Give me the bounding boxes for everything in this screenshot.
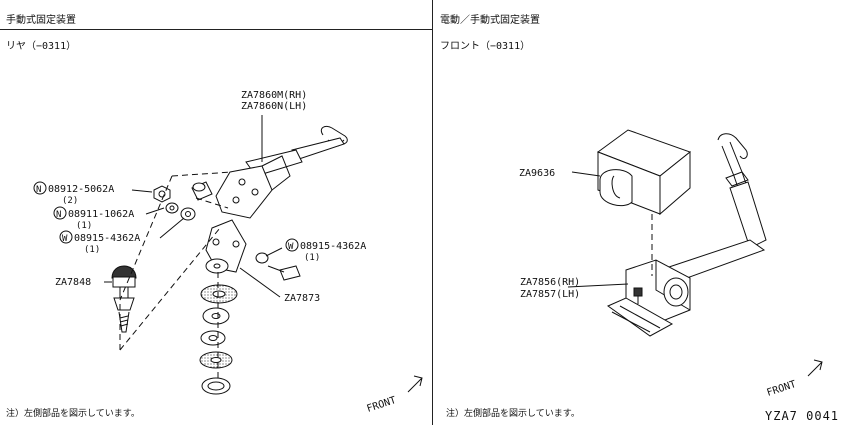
- qty-nut-2: (1): [76, 221, 92, 231]
- header-divider: [0, 29, 432, 30]
- front-arrow-right: FRONT: [766, 359, 823, 399]
- badge-nut-2: N: [56, 210, 61, 220]
- nut-cylinder: [191, 181, 213, 201]
- part-label-washer-2: 08915-4362A: [300, 241, 366, 252]
- rear-panel-note: 注）左側部品を図示しています。: [6, 409, 140, 419]
- label-washer-1: W 08915-4362A (1): [59, 230, 140, 255]
- rear-panel-title: 手動式固定装置: [6, 15, 76, 26]
- motor-unit: [596, 129, 692, 216]
- front-panel-title: 電動／手動式固定装置: [440, 15, 540, 26]
- front-arrow-left: FRONT: [366, 375, 423, 415]
- qty-washer-2: (1): [304, 253, 320, 263]
- vertical-divider: [432, 0, 433, 425]
- part-label-stand: ZA7873: [284, 293, 320, 304]
- washer-small: [165, 202, 179, 214]
- front-label-right: FRONT: [766, 379, 798, 399]
- front-label-left: FRONT: [366, 395, 398, 415]
- part-label-bracket-rh: ZA7860M(RH): [241, 90, 307, 101]
- part-label-nut-2: 08911-1062A: [68, 209, 134, 220]
- qty-nut-1: (2): [62, 196, 78, 206]
- part-label-washer-1: 08915-4362A: [74, 233, 140, 244]
- rear-panel-subtitle: リヤ（−0311）: [6, 41, 77, 52]
- rubber-cap-bolt: [111, 265, 137, 333]
- washer-spring: [180, 207, 196, 221]
- seat-lock-bracket: [215, 125, 348, 219]
- part-label-bolt: ZA7848: [55, 277, 91, 288]
- front-panel: 電動／手動式固定装置 フロント（−0311） 注）左側部品を図示しています。: [434, 0, 850, 425]
- side-washer: [255, 252, 269, 264]
- part-label-motor: ZA9636: [519, 168, 555, 179]
- badge-washer-1: W: [62, 234, 68, 244]
- badge-nut-1: N: [36, 185, 41, 195]
- label-nut-2: N 08911-1062A (1): [53, 206, 134, 231]
- part-label-nut-1: 08912-5062A: [48, 184, 114, 195]
- part-label-mech-lh: ZA7857(LH): [520, 289, 580, 300]
- badge-washer-2: W: [288, 242, 294, 252]
- front-panel-subtitle: フロント（−0311）: [440, 41, 531, 52]
- figure-code: YZA7 0041: [765, 409, 840, 423]
- washer-stack: [199, 258, 238, 395]
- qty-washer-1: (1): [84, 245, 100, 255]
- front-panel-note: 注）左側部品を図示しています。: [446, 409, 580, 419]
- label-bracket: ZA7860M(RH) ZA7860N(LH): [241, 90, 307, 112]
- label-nut-1: N 08912-5062A (2): [33, 181, 114, 206]
- label-washer-2: W 08915-4362A (1): [285, 238, 366, 263]
- part-label-mech-rh: ZA7856(RH): [520, 277, 580, 288]
- side-bolt: [267, 265, 301, 281]
- latch-mechanism: [606, 133, 767, 337]
- rear-panel: 手動式固定装置 リヤ（−0311） 注）左側部品を図示しています。: [6, 15, 140, 419]
- part-label-bracket-lh: ZA7860N(LH): [241, 101, 307, 112]
